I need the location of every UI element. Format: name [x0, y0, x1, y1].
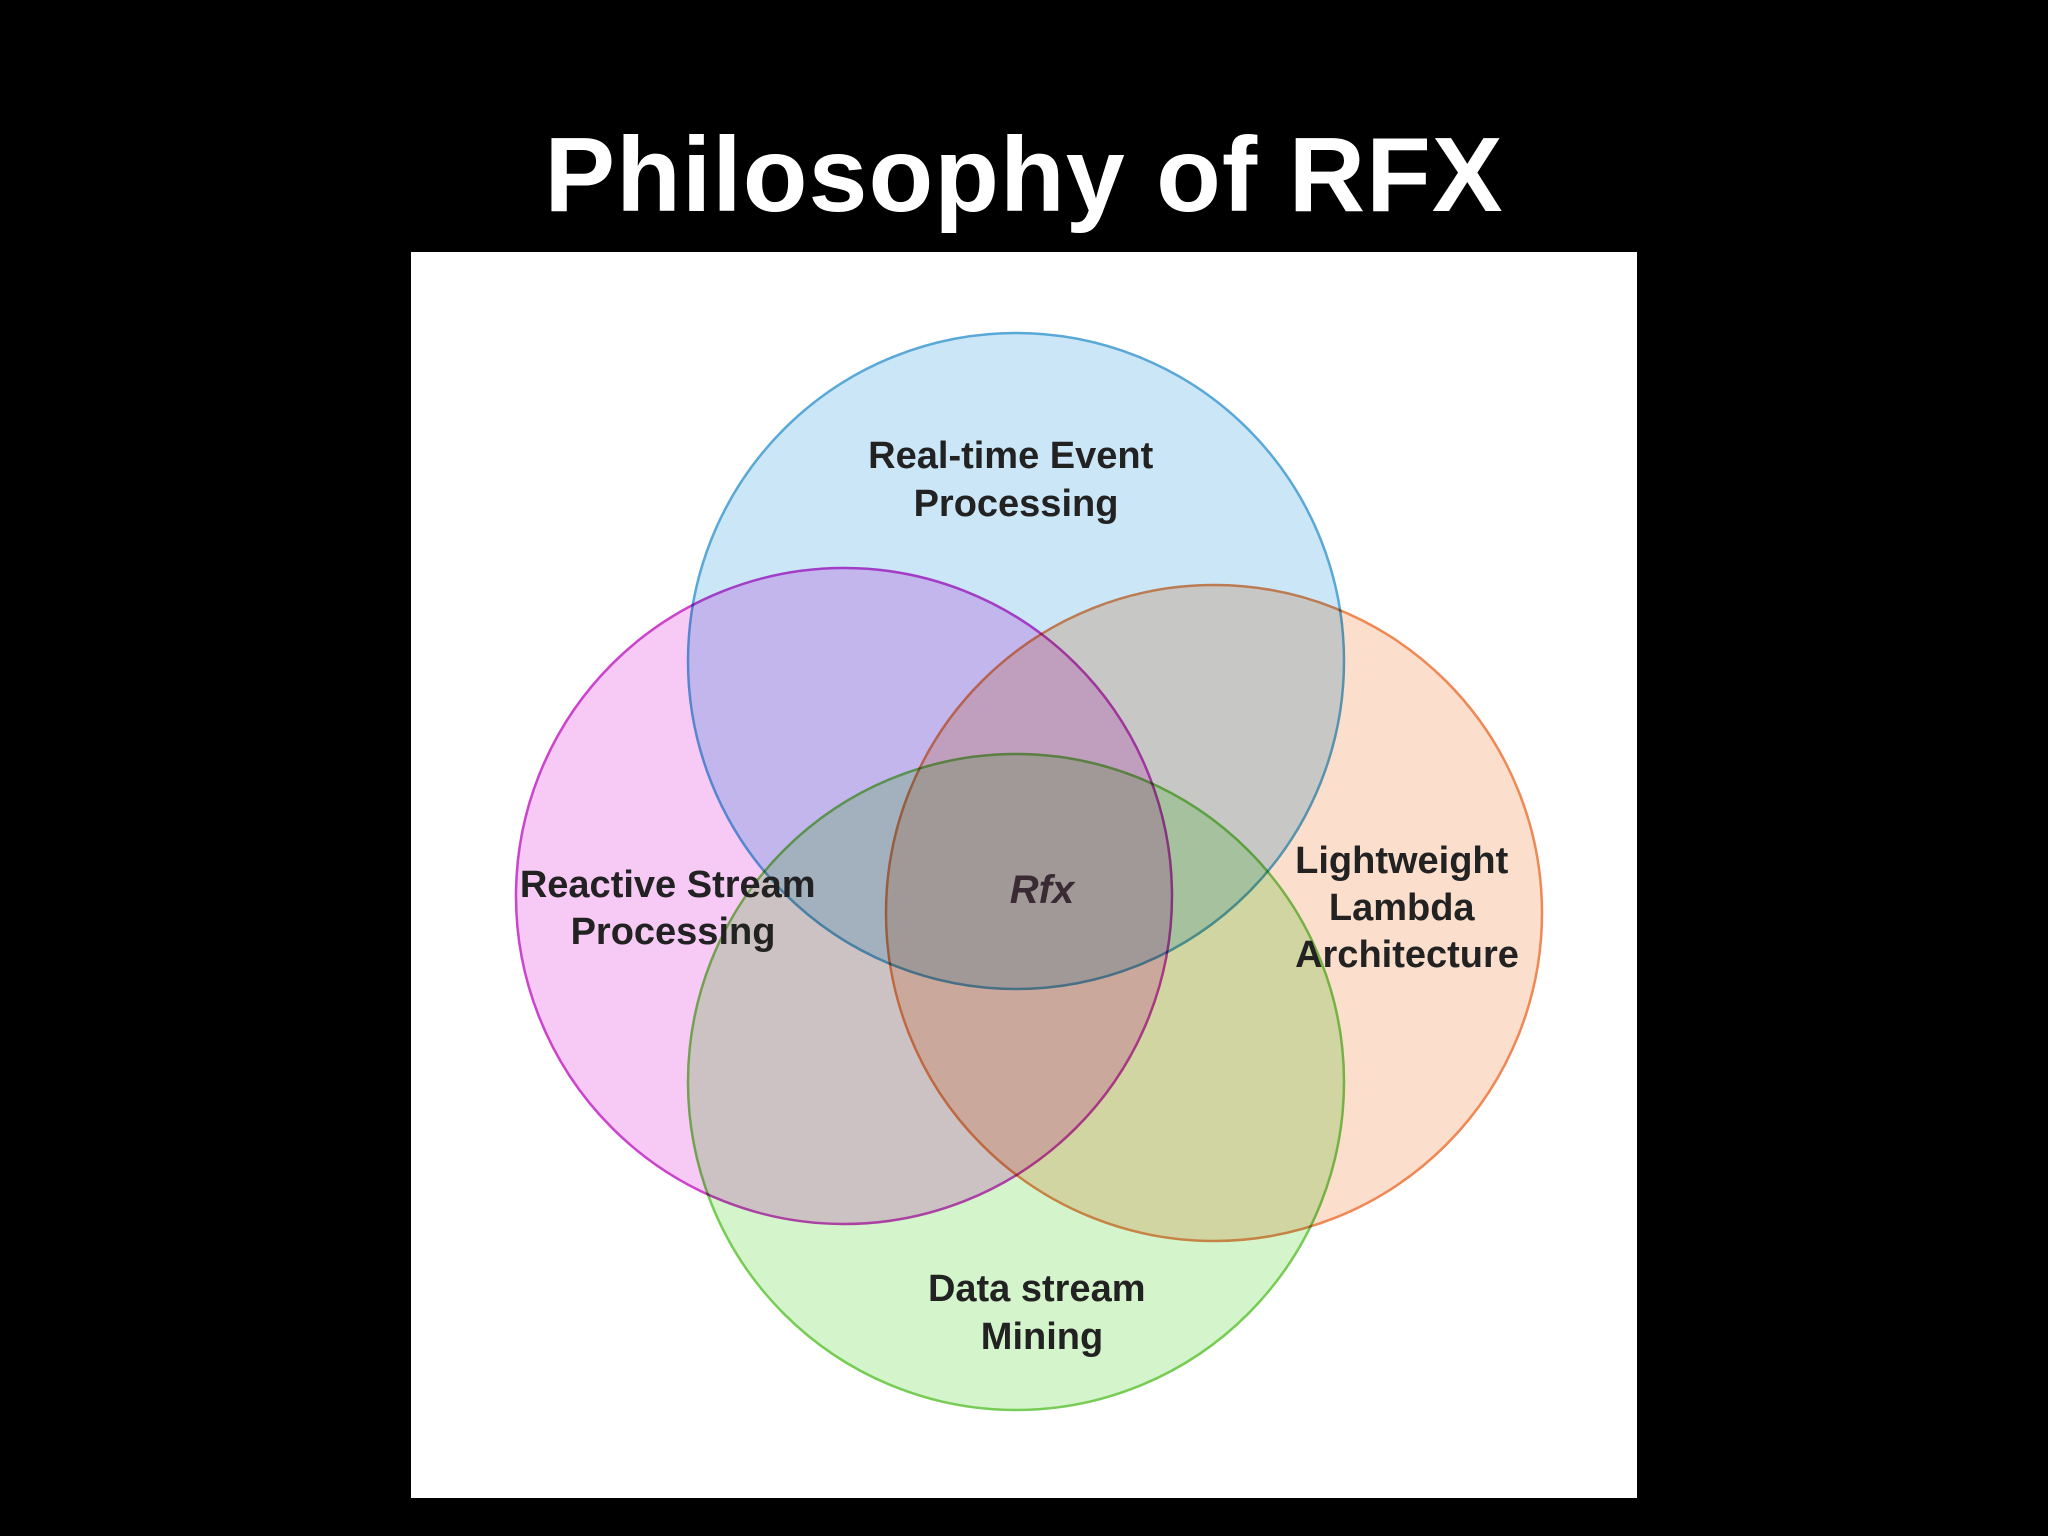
label-realtime-line-2: Processing	[914, 483, 1119, 525]
label-reactive-line-2: Processing	[571, 911, 776, 953]
label-data-stream-mining: Data stream Mining	[928, 1268, 1156, 1358]
label-lambda-line-2: Lambda	[1329, 887, 1476, 929]
venn-diagram: Real-time Event Processing Reactive Stre…	[514, 331, 1544, 1412]
label-lightweight-lambda-architecture: Lightweight Lambda Architecture	[1295, 840, 1519, 976]
label-mining-line-2: Mining	[981, 1316, 1103, 1358]
label-reactive-line-1: Reactive Stream	[520, 864, 816, 906]
venn-diagram-panel: Real-time Event Processing Reactive Stre…	[411, 252, 1637, 1498]
label-mining-line-1: Data stream	[928, 1268, 1146, 1310]
slide-title: Philosophy of RFX	[544, 116, 1504, 234]
label-lambda-line-1: Lightweight	[1295, 840, 1509, 882]
label-lambda-line-3: Architecture	[1295, 934, 1519, 976]
label-reactive-stream-processing: Reactive Stream Processing	[520, 864, 826, 953]
center-label-rfx: Rfx	[1010, 868, 1076, 912]
circle-reactive-stream-processing	[514, 566, 1174, 1226]
label-realtime-event-processing: Real-time Event Processing	[868, 435, 1164, 525]
label-realtime-line-1: Real-time Event	[868, 435, 1153, 477]
